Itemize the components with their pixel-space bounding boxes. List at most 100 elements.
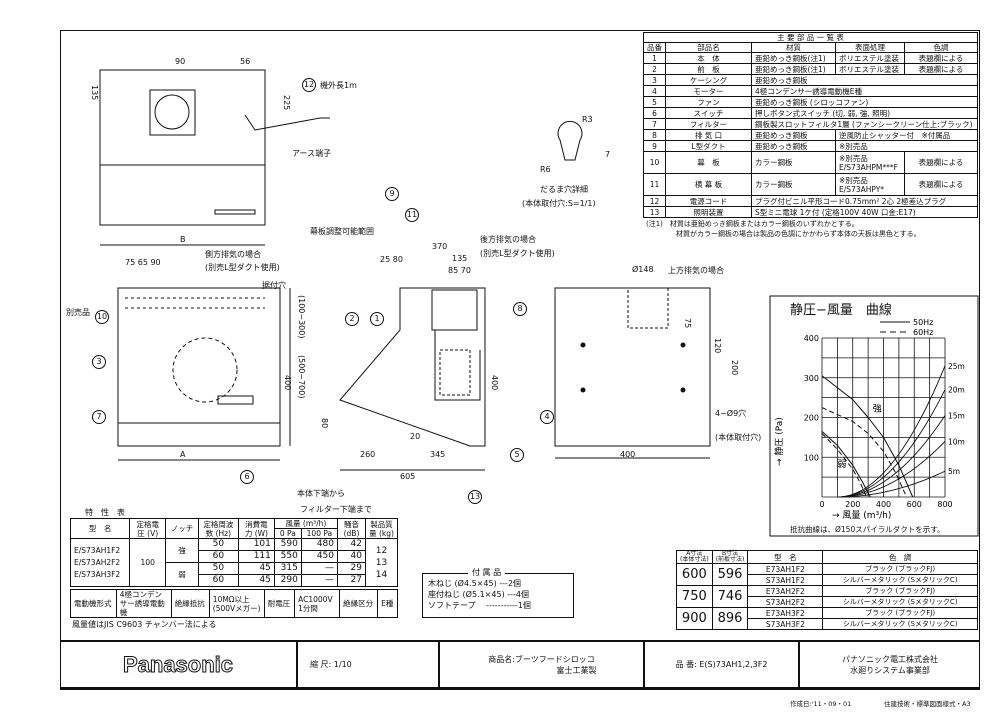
accessory-item: 木ねじ (Ø4.5×45) ---2個: [428, 579, 521, 588]
note-label: 側方排気の場合: [205, 250, 261, 259]
resistance-label: 20m: [948, 386, 965, 395]
spec-cell: 590: [273, 538, 302, 551]
header: 風量 (m³/h): [273, 518, 339, 529]
note-label: 後方排気の場合: [480, 235, 536, 244]
b-dim: 896: [711, 607, 749, 630]
model-name: S73AH1F2: [747, 574, 824, 586]
dim-label: 370: [432, 242, 448, 251]
spec-cell: 40: [337, 550, 366, 563]
spec-cell: —: [300, 574, 339, 587]
spec-cell: 450: [300, 550, 339, 563]
header: 製品質量 (kg): [365, 518, 398, 539]
scale: 縮 尺: 1/10: [310, 660, 352, 669]
resistance-curve: [837, 365, 946, 498]
legend-label: 60Hz: [913, 328, 933, 337]
model-name: E73AH3F2: [747, 607, 824, 619]
dim-label: R3: [582, 115, 593, 124]
legend-label: 50Hz: [913, 318, 933, 327]
earth-label: アース端子: [292, 149, 332, 158]
note-label: 幕板調整可能範囲: [310, 227, 374, 236]
a-dim: 750: [676, 585, 713, 608]
weight: 12: [375, 545, 388, 556]
value: 10MΩ以上 (500Vメガー): [208, 589, 265, 618]
fan-curve: [821, 431, 871, 498]
resistance-curve: [837, 441, 946, 498]
scale-cell: 縮 尺: 1/10: [298, 641, 440, 688]
keyhole-detail: [557, 120, 583, 161]
value: E種: [377, 589, 398, 618]
header: 0 Pa: [273, 528, 302, 539]
dim-label: 7: [605, 150, 611, 159]
model-name: E/S73AH2F2: [74, 557, 121, 567]
label: 耐電圧: [263, 589, 296, 618]
part-callout-5: 5: [510, 448, 524, 462]
header: A寸法: [686, 550, 703, 557]
model-name: S73AH3F2: [747, 618, 824, 630]
dim-label: 605: [400, 472, 416, 481]
spec-cell: 29: [337, 562, 366, 575]
header: 消費電力 (W): [237, 518, 275, 539]
note-label: 据付穴: [262, 281, 286, 290]
product-cell: 商品名:ブーツフードシロッコ富士工業製: [440, 641, 645, 688]
dim-label: 260: [360, 450, 376, 459]
dim-label: 25 80: [380, 255, 403, 264]
note-label: だるま穴詳細: [540, 185, 588, 194]
b-dim: 746: [711, 585, 749, 608]
created-date: 作成日:'11・09・01: [790, 700, 852, 708]
color-tone: シルバーメタリック (SメタリックC): [822, 596, 978, 608]
spec-block: 型 名 定格電圧 (V) ノッチ 定格周波数 (Hz) 消費電力 (W) 風量 …: [69, 518, 400, 630]
resistance-label: 15m: [948, 412, 965, 421]
model-name: E73AH1F2: [747, 563, 824, 575]
part-callout-10: 10: [95, 310, 109, 324]
spec-cell: 45: [237, 574, 275, 587]
y-tick-label: 100: [804, 453, 819, 462]
model-cell: 品 番: E(S)73AH1,2,3F2: [645, 641, 800, 688]
note-label: (別売L型ダクト使用): [205, 263, 280, 272]
chart-title: 静圧−風量 曲線: [790, 303, 892, 318]
spec-cell: 315: [273, 562, 302, 575]
chart-box: [769, 295, 979, 537]
label: 電動機形式: [70, 589, 117, 618]
header: 騒音 (dB): [337, 518, 366, 539]
accessories-box: 付 属 品 木ねじ (Ø4.5×45) ---2個 座付ねじ (Ø5.1×45)…: [422, 568, 574, 618]
label: 絶縁抵抗: [170, 589, 210, 618]
resistance-label: 10m: [948, 437, 965, 446]
accessory-item: 座付ねじ (Ø5.1×45) ---4個: [428, 590, 529, 599]
weak-label: 弱: [837, 459, 846, 470]
spec-cell: 27: [337, 574, 366, 587]
spec-table: 型 名 定格電圧 (V) ノッチ 定格周波数 (Hz) 消費電力 (W) 風量 …: [69, 518, 398, 587]
spec-cell: 290: [273, 574, 302, 587]
company: パナソニック電工株式会社: [842, 654, 938, 664]
color-tone: シルバーメタリック (SメタリックC): [822, 574, 978, 586]
x-tick-label: 400: [876, 500, 891, 509]
parts-note-1: (注1) 材質は亜鉛めっき鋼板またはカラー鋼板のいずれかとする。: [646, 220, 859, 228]
header: (前板寸法): [715, 556, 745, 563]
right-view: [554, 287, 711, 459]
value: AC1000V 1分間: [294, 589, 341, 618]
header: 型 名: [69, 518, 131, 539]
spec-cell: 50: [197, 562, 239, 575]
dim-label: 90: [175, 57, 186, 66]
x-tick-label: 0: [819, 500, 824, 509]
model-name: E73AH2F2: [747, 585, 824, 597]
part-callout-7: 7: [92, 410, 106, 424]
x-axis-label: → 風量 (m³/h): [832, 510, 891, 521]
header: 100 Pa: [300, 528, 339, 539]
part-callout-9: 9: [385, 187, 399, 201]
spec-extra-table: 電動機形式 4極コンデンサー誘導電動機 絶縁抵抗 10MΩ以上 (500Vメガー…: [70, 589, 398, 618]
spec-cell: 111: [237, 550, 275, 563]
dim-label: A: [180, 450, 186, 459]
brand-cell: Panasonic: [60, 641, 298, 688]
spec-cell: 42: [337, 538, 366, 551]
side-view: [339, 287, 486, 471]
y-axis-label: → 静圧 (Pa): [773, 417, 785, 466]
